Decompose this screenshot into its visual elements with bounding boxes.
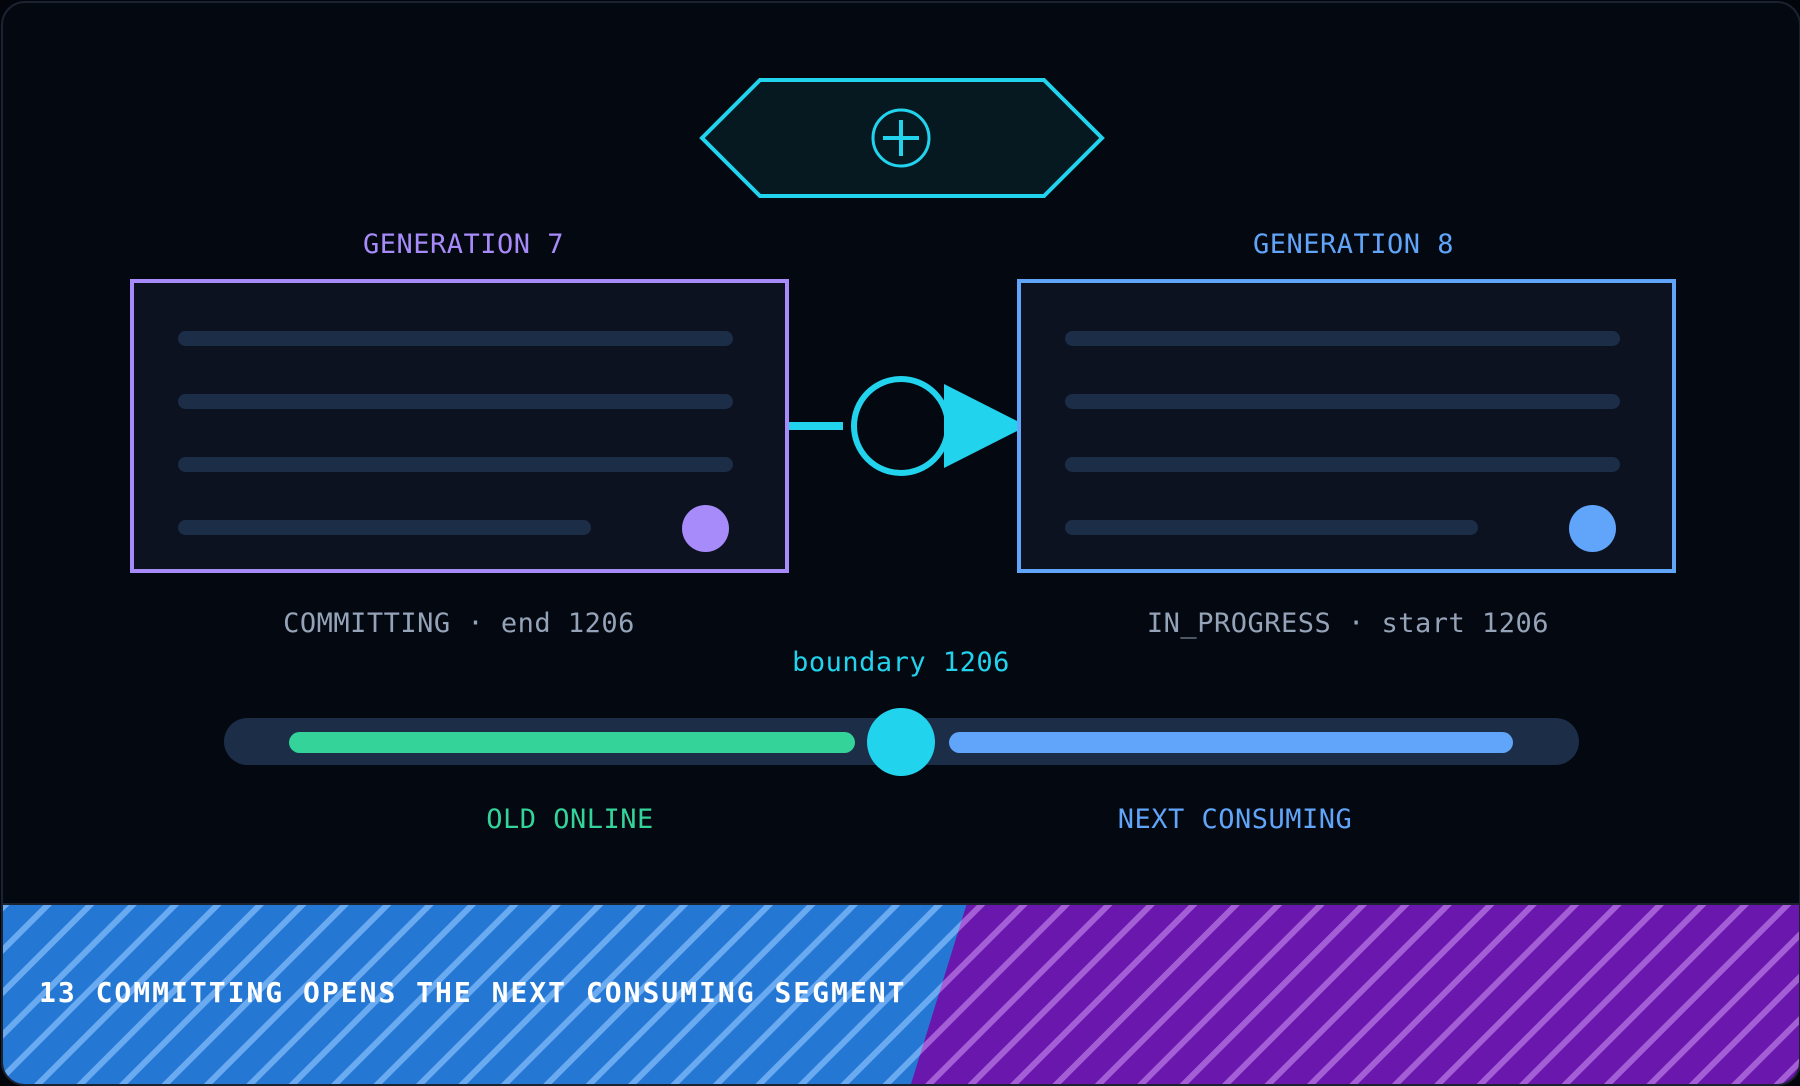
caption-step: 13 [39,976,77,1009]
next-consuming-label: NEXT CONSUMING [1117,804,1353,835]
segment-status-gen8: IN_PROGRESS · start 1206 [1146,608,1550,639]
segment-line [178,331,733,346]
plus-circle-icon [871,108,931,168]
old-online-bar [289,732,855,753]
status-dot [682,505,729,552]
caption-banner [3,903,1799,1084]
segment-status-gen7: COMMITTING · end 1206 [283,608,635,639]
caption-title: COMMITTING OPENS THE NEXT CONSUMING SEGM… [95,976,907,1009]
boundary-label: boundary 1206 [792,647,1010,678]
segment-line [1065,331,1620,346]
circle-arrow-right-icon [786,376,1027,476]
segment-line [1065,520,1478,535]
segment-line [178,457,733,472]
status-dot [1569,505,1616,552]
segment-line [1065,394,1620,409]
boundary-marker [867,708,935,776]
segment-line [178,520,591,535]
segment-line [178,394,733,409]
segment-card-gen7 [130,279,789,573]
segment-title-gen8: GENERATION 8 [1253,229,1455,260]
diagram-canvas [224,78,1579,776]
old-online-label: OLD ONLINE [486,804,654,835]
caption-text: 13 COMMITTING OPENS THE NEXT CONSUMING S… [39,976,906,1009]
segment-title-gen7: GENERATION 7 [363,229,565,260]
next-consuming-bar [949,732,1513,753]
segment-line [1065,457,1620,472]
segment-card-gen8 [1017,279,1676,573]
